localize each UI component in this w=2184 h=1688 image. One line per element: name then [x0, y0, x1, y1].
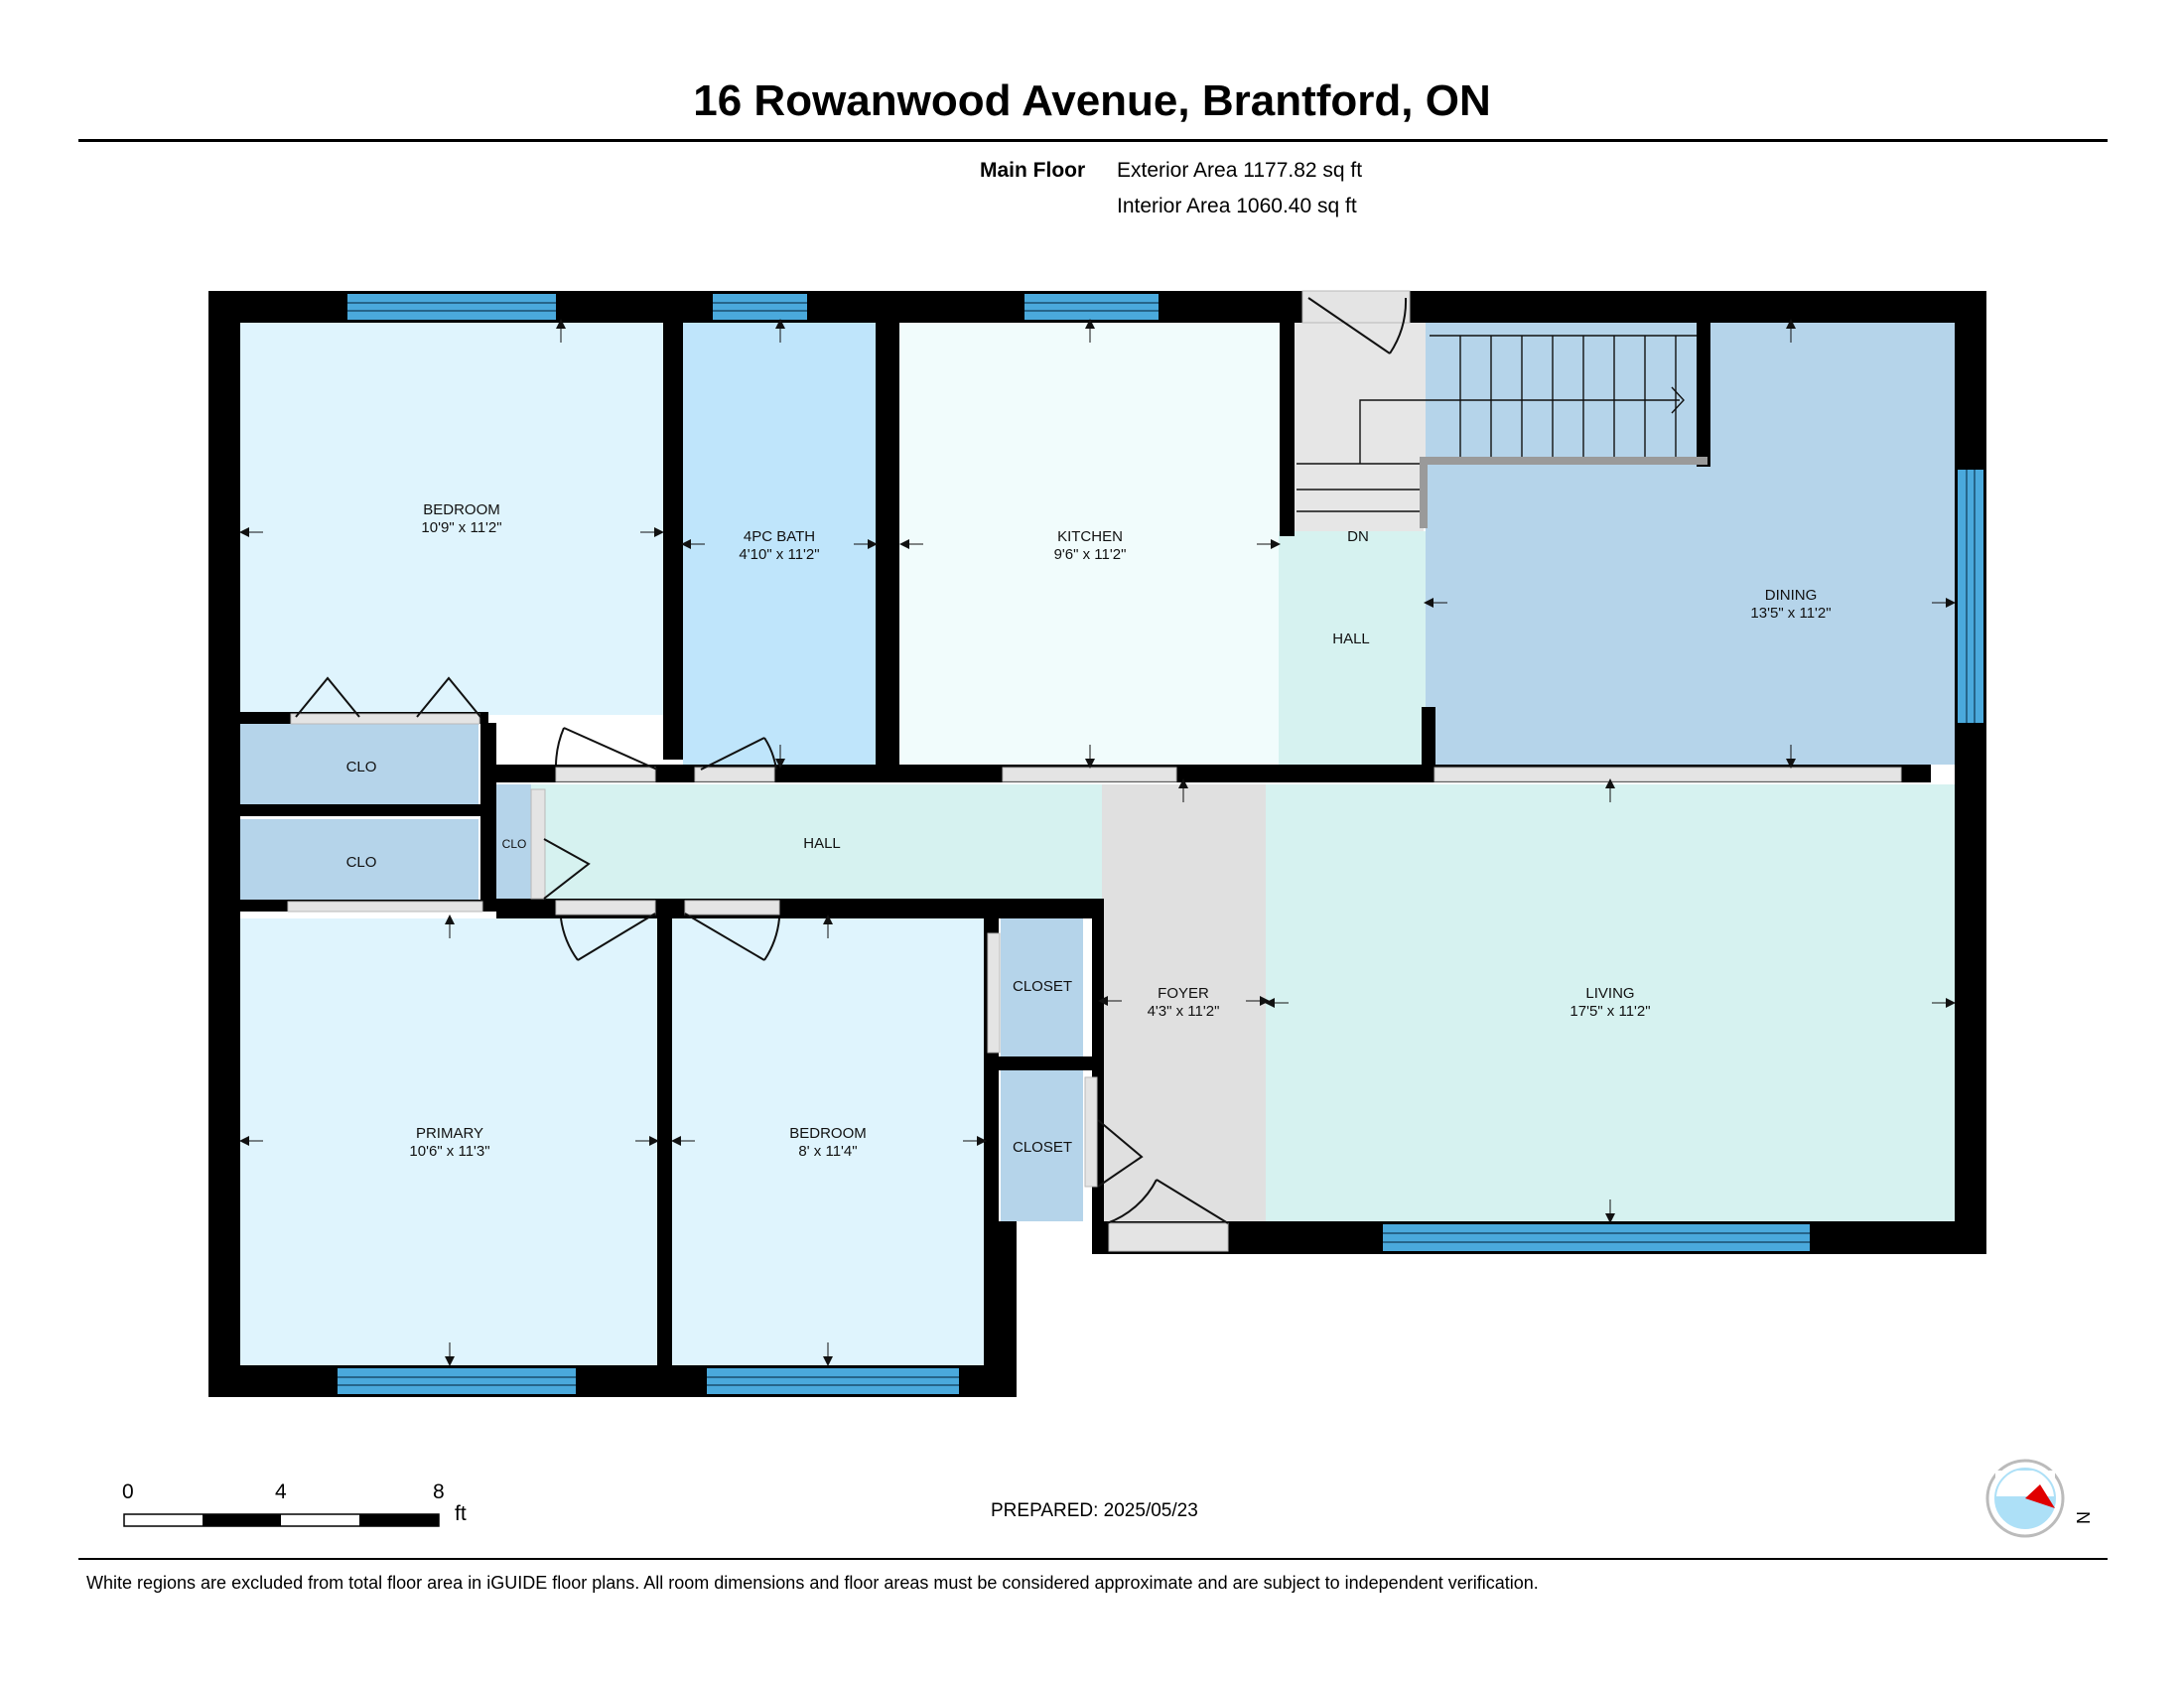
closet-clo-1 [240, 723, 478, 807]
label-4pc-bath: 4PC BATH [744, 528, 815, 545]
dimension-arrows [239, 319, 1956, 1366]
room-hall-upper [1279, 531, 1426, 765]
windows [338, 294, 1983, 1394]
disclaimer: White regions are excluded from total fl… [86, 1573, 1539, 1593]
label-hall-main: HALL [803, 835, 841, 852]
dims-dining: 13'5" x 11'2" [1750, 605, 1831, 622]
room-primary [240, 918, 657, 1365]
label-stair-dn: DN [1347, 528, 1369, 545]
stair-landing [1295, 303, 1424, 531]
dims-kitchen: 9'6" x 11'2" [1054, 546, 1127, 563]
closet-2 [1001, 1070, 1083, 1221]
scale-label-4: 4 [275, 1480, 287, 1503]
exterior-area: Exterior Area 1177.82 sq ft [1117, 159, 1363, 182]
header-rule [78, 139, 2108, 142]
window-lines [338, 302, 1976, 1386]
room-dining [1426, 323, 1955, 765]
stair-railing [1420, 457, 1707, 465]
dims-bedroom-2: 8' x 11'4" [798, 1143, 857, 1160]
closet-clo-small [496, 784, 531, 899]
dims-living: 17'5" x 11'2" [1570, 1003, 1650, 1020]
room-4pc-bath [683, 323, 876, 765]
label-bedroom-2: BEDROOM [789, 1125, 867, 1142]
prepared-date: PREPARED: 2025/05/23 [991, 1500, 1198, 1521]
closet-1 [1001, 915, 1083, 1056]
scale-bar [123, 1513, 440, 1527]
scale-label-0: 0 [122, 1480, 134, 1503]
compass-north-letter: N [2073, 1511, 2093, 1524]
dims-bedroom-1: 10'9" x 11'2" [421, 519, 501, 536]
door-swings [295, 297, 1408, 1224]
label-bedroom-1: BEDROOM [423, 501, 500, 518]
label-foyer: FOYER [1158, 985, 1209, 1002]
interior-area: Interior Area 1060.40 sq ft [1117, 195, 1357, 217]
label-closet-2: CLOSET [1013, 1139, 1072, 1156]
label-hall-upper: HALL [1332, 631, 1370, 647]
label-living: LIVING [1585, 985, 1634, 1002]
dims-foyer: 4'3" x 11'2" [1148, 1003, 1220, 1020]
label-kitchen: KITCHEN [1057, 528, 1123, 545]
label-closet-1: CLOSET [1013, 978, 1072, 995]
stair-treads [1297, 335, 1697, 512]
compass-icon [1985, 1459, 2065, 1538]
floor-name: Main Floor [980, 159, 1086, 182]
room-bedroom-1 [240, 323, 663, 715]
scale-unit: ft [455, 1502, 467, 1525]
label-clo-1: CLO [346, 759, 377, 775]
closet-clo-2 [240, 819, 478, 902]
footer-rule [78, 1558, 2108, 1560]
room-hall-main [531, 784, 1102, 899]
room-living [1266, 784, 1955, 1221]
page-title: 16 Rowanwood Avenue, Brantford, ON [693, 76, 1491, 125]
label-dining: DINING [1765, 587, 1818, 604]
door-thresholds [287, 290, 1902, 1252]
dims-4pc-bath: 4'10" x 11'2" [739, 546, 819, 563]
room-kitchen [899, 323, 1280, 765]
room-foyer [1102, 784, 1266, 1221]
label-clo-2: CLO [346, 854, 377, 871]
label-primary: PRIMARY [416, 1125, 483, 1142]
scale-label-8: 8 [433, 1480, 445, 1503]
dims-primary: 10'6" x 11'3" [409, 1143, 489, 1160]
room-bedroom-2 [672, 918, 984, 1365]
stair-railing-post [1420, 457, 1428, 528]
label-clo-small: CLO [502, 837, 527, 851]
